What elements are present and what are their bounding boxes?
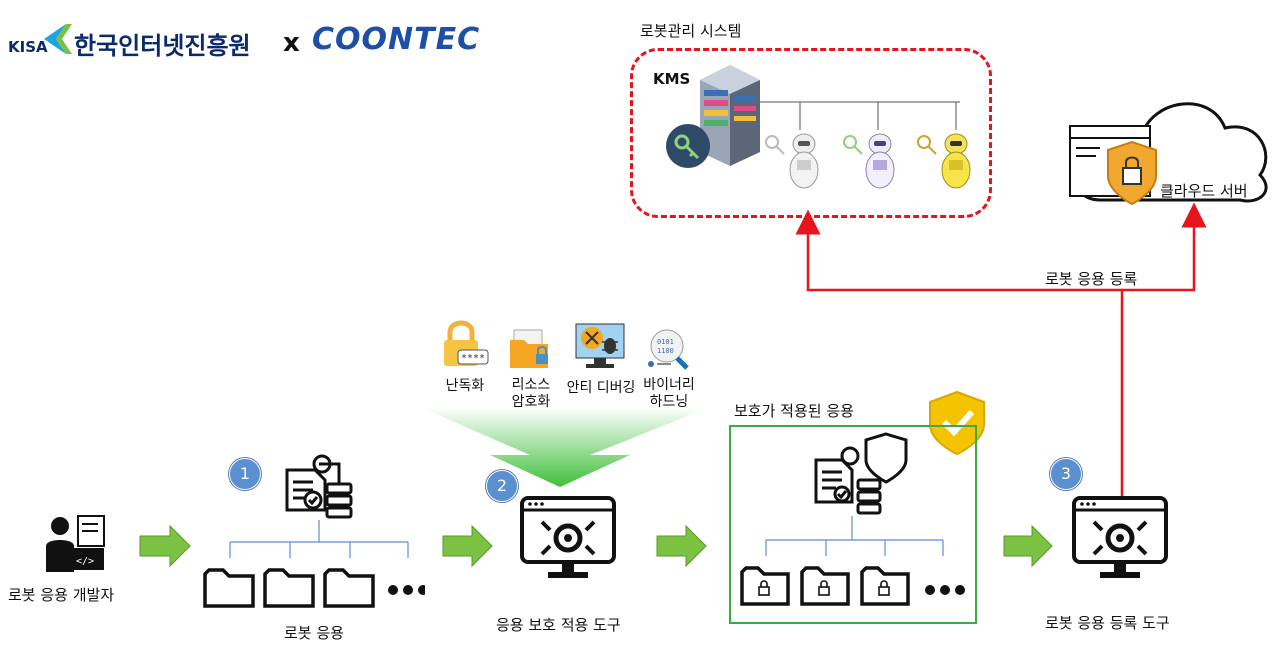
technique-funnel (420, 407, 710, 487)
locked-folder-icons (740, 566, 910, 606)
shield-lock-icon (1107, 140, 1157, 206)
logo-separator: x (283, 28, 300, 58)
protection-tool-icon (520, 496, 616, 578)
kms-key-icon (666, 124, 710, 168)
register-flow-label: 로봇 응용 등록 (1045, 270, 1138, 288)
svg-text:****: **** (461, 353, 485, 364)
flow-arrow-4 (1003, 524, 1053, 568)
flow-arrow-1 (139, 524, 191, 568)
technique-obfuscation-label: 난독화 (445, 378, 485, 394)
svg-text:</>: </> (76, 556, 94, 567)
binary-hardening-icon: 0101 1100 (648, 329, 689, 370)
kms-server-icon (700, 65, 760, 166)
flow-arrow-3 (656, 524, 707, 568)
app-more-dots (388, 585, 425, 595)
coontec-logo: COONTEC (312, 22, 481, 57)
developer-icon: </> (46, 515, 105, 572)
anti-debugging-icon (575, 323, 625, 368)
app-folder-icons (203, 568, 375, 608)
robot-app-group (203, 454, 425, 608)
step-2-badge: 2 (486, 470, 518, 502)
protection-tool-label: 응용 보호 적용 도구 (496, 616, 621, 634)
kisa-logo-mark (44, 24, 72, 54)
register-tool-icon (1072, 496, 1168, 578)
protected-app-label: 보호가 적용된 응용 (734, 402, 854, 420)
technique-anti-debugging-label: 안티 디버깅 (566, 380, 636, 396)
kisa-korean-name: 한국인터넷진흥원 (74, 32, 251, 60)
kms-connection-lines (760, 101, 960, 130)
protected-app-group (740, 432, 965, 606)
robot-white-icon (765, 133, 819, 189)
cloud-server-label: 클라우드 서버 (1160, 182, 1248, 200)
step-3-badge: 3 (1050, 458, 1082, 490)
protected-tree-lines (765, 516, 944, 556)
cloud-server-icon (1069, 102, 1268, 206)
step-1-badge: 1 (229, 458, 261, 490)
kms-system-label: 로봇관리 시스템 (640, 22, 742, 40)
svg-text:0101: 0101 (657, 338, 674, 346)
developer-label: 로봇 응용 개발자 (8, 586, 115, 604)
app-document-gear-icon (285, 454, 353, 519)
app-tree-lines (229, 520, 409, 558)
protected-more-dots (925, 585, 965, 595)
kms-diagram (666, 65, 971, 189)
folder-lock-icons (758, 580, 890, 596)
kisa-logo-text: KISA (8, 38, 48, 56)
resource-encryption-icon (510, 329, 548, 368)
obfuscation-icon: **** (444, 320, 489, 366)
flow-arrow-2 (442, 524, 493, 568)
robot-purple-icon (843, 133, 895, 189)
robot-app-label: 로봇 응용 (284, 624, 344, 642)
protected-app-container (729, 425, 977, 624)
register-tool-label: 로봇 응용 등록 도구 (1045, 614, 1170, 632)
protected-document-shield-icon (814, 432, 908, 515)
kms-title: KMS (653, 70, 691, 88)
robot-yellow-icon (917, 133, 971, 189)
svg-text:1100: 1100 (657, 347, 674, 355)
